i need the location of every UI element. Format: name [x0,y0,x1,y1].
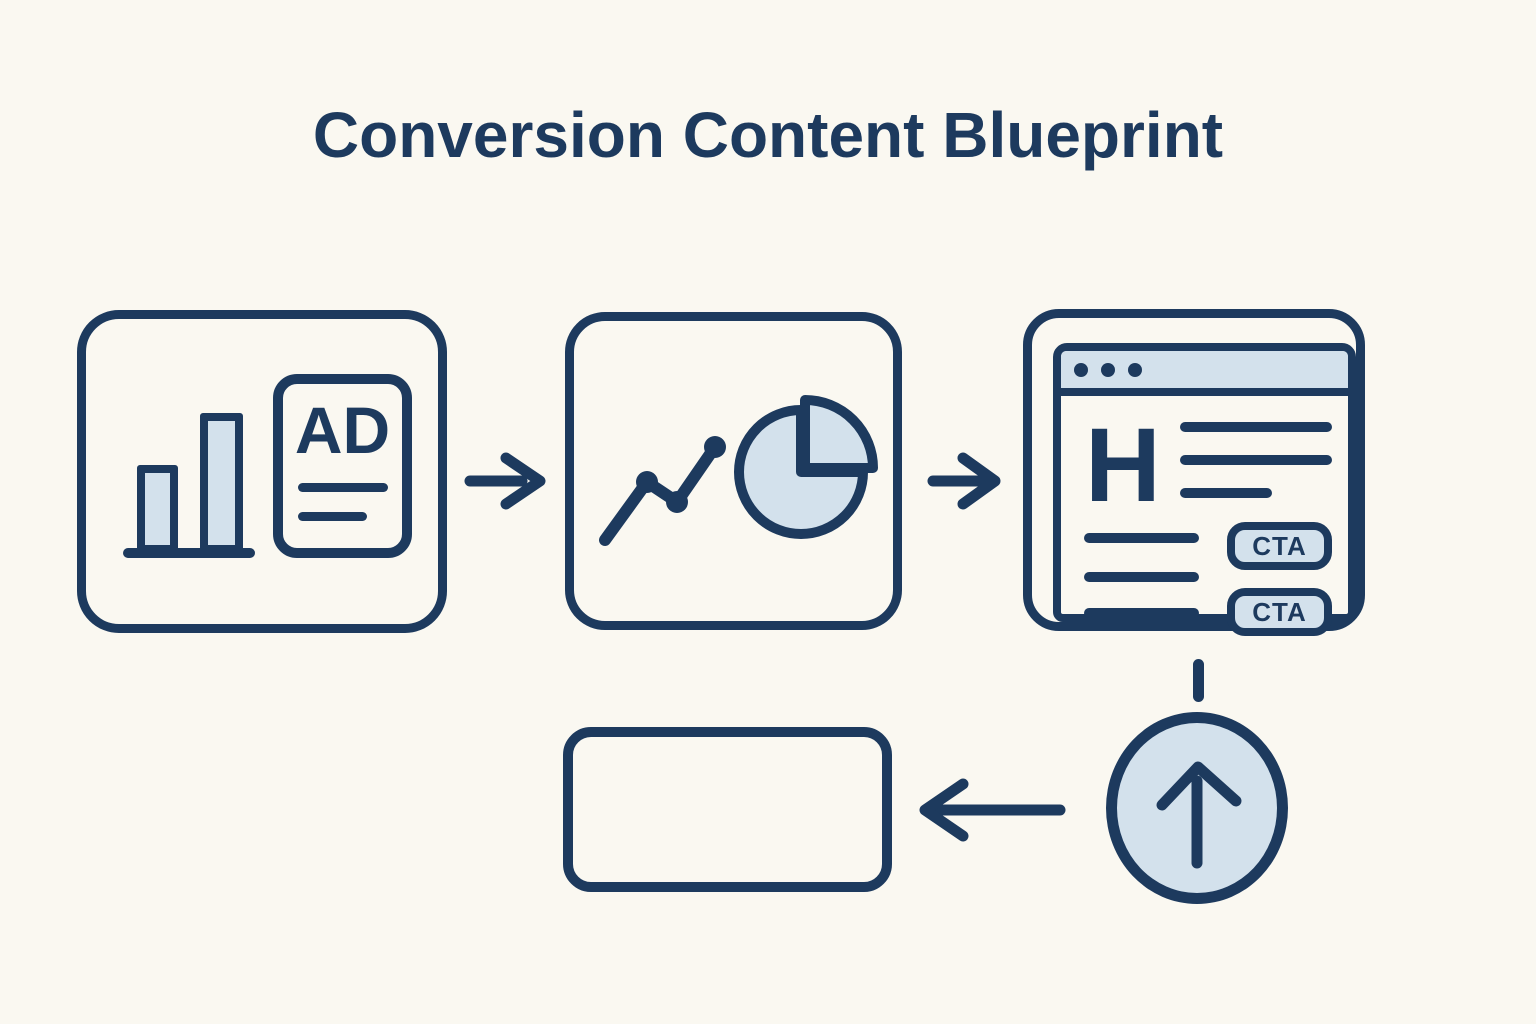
node-result-placeholder [563,727,892,892]
bar-chart-bar-small [137,465,178,553]
browser-window-header [1061,351,1348,396]
ad-label: AD [294,393,391,467]
vertical-connector [1193,659,1204,702]
arrow-right-icon [927,452,1001,510]
browser-window-icon: H CTA CTA [1053,343,1356,636]
analytics-charts [599,395,878,546]
window-dot-icon [1074,362,1088,377]
window-dot-icon [1128,362,1142,377]
cta-button-primary: CTA [1227,522,1332,570]
heading-placeholder: H [1085,407,1161,524]
node-landing-page: H CTA CTA [1023,309,1365,636]
arrow-left-icon [919,778,1066,842]
text-line [1180,488,1272,498]
bar-chart-bar-tall [200,413,243,553]
ad-document-icon: AD [273,374,412,558]
window-dot-icon [1101,362,1115,377]
up-arrow-icon [1156,761,1242,869]
ad-text-line [298,512,367,521]
text-line [1084,572,1199,582]
cta-button-secondary: CTA [1227,588,1332,636]
node-ad-creative: AD [77,310,447,633]
arrow-right-icon [464,452,546,510]
text-line [1084,533,1199,543]
node-analytics [565,312,902,630]
text-line [1084,608,1199,618]
pie-chart-icon [734,395,878,539]
bar-chart-baseline [123,548,255,558]
diagram-title: Conversion Content Blueprint [312,99,1224,171]
line-chart-icon [599,436,726,546]
ad-text-line [298,483,388,492]
text-line [1180,422,1332,432]
up-arrow-circle-icon [1106,712,1288,904]
text-line [1180,455,1332,465]
